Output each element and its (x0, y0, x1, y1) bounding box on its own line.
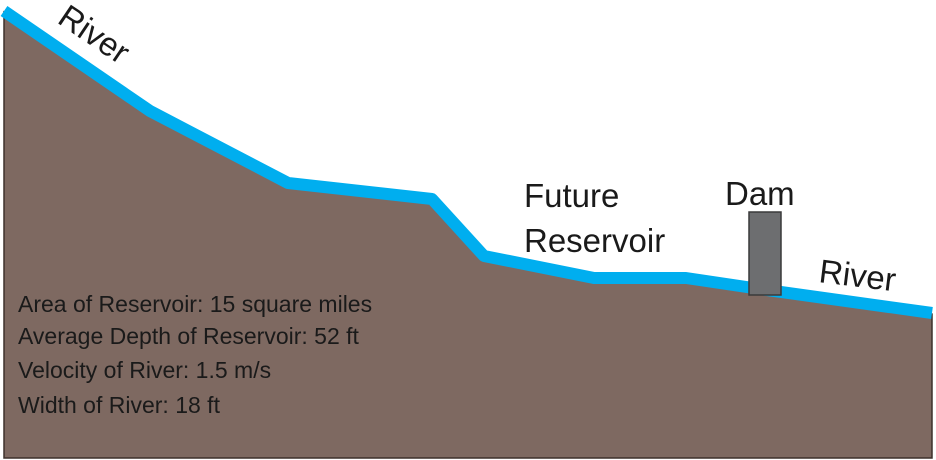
info-area: Area of Reservoir: 15 square miles (18, 291, 372, 317)
river-label-lower: River (817, 252, 898, 298)
future-reservoir-label-line1: Future (524, 177, 619, 214)
dam-structure (748, 211, 782, 296)
future-reservoir-label-line2: Reservoir (524, 222, 665, 259)
river-line (0, 6, 933, 319)
info-width: Width of River: 18 ft (18, 392, 221, 418)
info-depth: Average Depth of Reservoir: 52 ft (18, 323, 360, 349)
info-velocity: Velocity of River: 1.5 m/s (18, 357, 271, 383)
dam-label: Dam (725, 175, 795, 212)
